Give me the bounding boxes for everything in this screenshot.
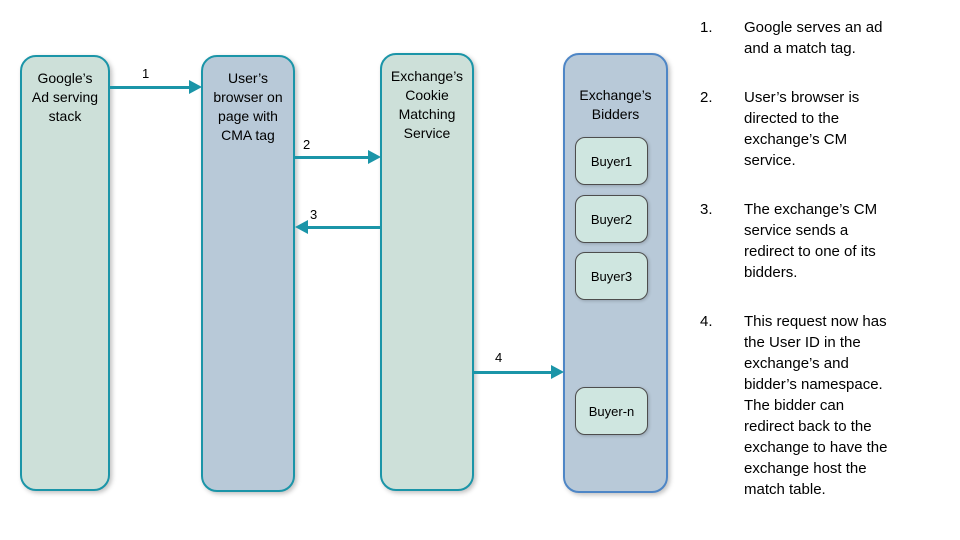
arrow-2-line bbox=[295, 156, 369, 159]
step-1: 1. Google serves an ad and a match tag. bbox=[700, 17, 952, 59]
arrow-4-line bbox=[474, 371, 552, 374]
buyer-n-box: Buyer-n bbox=[575, 387, 648, 435]
buyer3-box: Buyer3 bbox=[575, 252, 648, 300]
step-3-number: 3. bbox=[700, 201, 713, 218]
arrow-3-head-icon bbox=[295, 220, 308, 234]
step-4: 4. This request now has the User ID in t… bbox=[700, 311, 952, 500]
step-3-text: The exchange’s CM service sends a redire… bbox=[744, 201, 878, 281]
arrow-3-label: 3 bbox=[310, 207, 318, 222]
arrow-4-label: 4 bbox=[495, 350, 503, 365]
arrow-2-label: 2 bbox=[303, 137, 311, 152]
step-4-text: This request now has the User ID in the … bbox=[744, 313, 888, 498]
users-browser-box: User’s browser on page with CMA tag bbox=[201, 55, 295, 492]
step-3: 3. The exchange’s CM service sends a red… bbox=[700, 199, 952, 283]
step-4-number: 4. bbox=[700, 313, 713, 330]
arrow-3-line bbox=[307, 226, 380, 229]
steps-list: 1. Google serves an ad and a match tag. … bbox=[700, 17, 952, 528]
step-2-number: 2. bbox=[700, 89, 713, 106]
step-2: 2. User’s browser is directed to the exc… bbox=[700, 87, 952, 171]
step-1-number: 1. bbox=[700, 19, 713, 36]
step-1-text: Google serves an ad and a match tag. bbox=[744, 19, 883, 57]
arrow-2-head-icon bbox=[368, 150, 381, 164]
exchange-bidders-label: Exchange’s Bidders bbox=[579, 87, 652, 122]
arrow-1-head-icon bbox=[189, 80, 202, 94]
step-2-text: User’s browser is directed to the exchan… bbox=[744, 89, 860, 169]
exchange-bidders-box: Exchange’s Bidders Buyer1 Buyer2 Buyer3 … bbox=[563, 53, 668, 493]
arrow-4-head-icon bbox=[551, 365, 564, 379]
arrow-1-label: 1 bbox=[142, 66, 150, 81]
google-ad-serving-stack-box: Google’s Ad serving stack bbox=[20, 55, 110, 491]
buyer2-box: Buyer2 bbox=[575, 195, 648, 243]
buyer1-box: Buyer1 bbox=[575, 137, 648, 185]
arrow-1-line bbox=[109, 86, 190, 89]
exchange-cookie-matching-service-box: Exchange’s Cookie Matching Service bbox=[380, 53, 474, 491]
